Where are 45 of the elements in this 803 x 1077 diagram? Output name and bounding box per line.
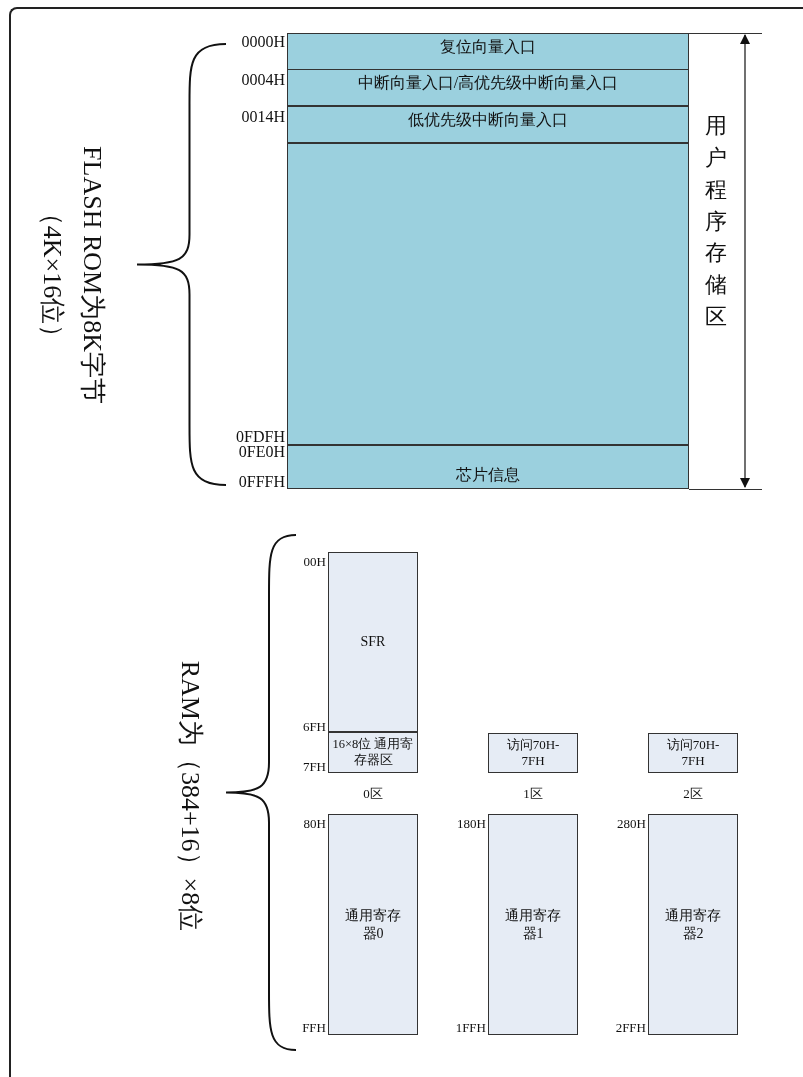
address-label: 0000H xyxy=(241,34,285,50)
segment-label: 访问70H-7FH xyxy=(665,736,721,770)
memory-segment xyxy=(328,814,418,1035)
memory-segment xyxy=(287,143,689,445)
address-label: 7FH xyxy=(302,759,326,773)
memory-segment xyxy=(689,33,762,490)
segment-label: 中断向量入口/高优先级中断向量入口 xyxy=(357,73,619,93)
address-label: FFH xyxy=(302,1020,326,1034)
segment-label: 芯片信息 xyxy=(456,465,520,485)
address-label: 6FH xyxy=(302,719,326,733)
address-label: 0FE0H xyxy=(238,444,285,460)
bank-label: 2区 xyxy=(683,786,703,800)
address-label: 2FFH xyxy=(615,1020,646,1034)
segment-label: 通用寄存器2 xyxy=(664,907,722,942)
memory-size-label: （4K×16位） xyxy=(39,199,65,351)
bank-label: 1区 xyxy=(523,786,543,800)
segment-label: 低优先级中断向量入口 xyxy=(408,110,568,130)
memory-segment xyxy=(287,445,689,489)
address-label: 0004H xyxy=(241,72,285,88)
segment-label: 通用寄存器1 xyxy=(504,907,562,942)
memory-segment xyxy=(488,814,578,1035)
bank-label: 0区 xyxy=(363,786,383,800)
segment-label: 16×8位 通用寄存器区 xyxy=(331,736,415,769)
address-label: 0FDFH xyxy=(236,429,285,445)
address-label: 280H xyxy=(617,816,646,830)
address-label: 0014H xyxy=(241,109,285,125)
memory-segment xyxy=(648,814,738,1035)
memory-segment xyxy=(648,733,738,773)
segment-label: SFR xyxy=(360,633,386,651)
address-label: 1FFH xyxy=(455,1020,486,1034)
segment-label: 复位向量入口 xyxy=(440,37,536,57)
address-label: 180H xyxy=(457,816,486,830)
memory-segment xyxy=(287,69,689,106)
address-label: 0FFFH xyxy=(238,474,285,490)
memory-size-label: FLASH ROM为8K字节 xyxy=(79,146,105,404)
segment-label: 访问70H-7FH xyxy=(505,736,561,770)
address-label: 00H xyxy=(303,554,326,568)
region-label: 用户程序存储区 xyxy=(705,111,727,332)
memory-segment xyxy=(287,106,689,143)
memory-segment xyxy=(287,33,689,70)
memory-size-label: RAM为（384+16）×8位 xyxy=(177,660,203,932)
segment-label: 通用寄存器0 xyxy=(344,907,402,942)
address-label: 80H xyxy=(303,816,326,830)
memory-segment xyxy=(328,552,418,732)
memory-segment xyxy=(488,733,578,773)
